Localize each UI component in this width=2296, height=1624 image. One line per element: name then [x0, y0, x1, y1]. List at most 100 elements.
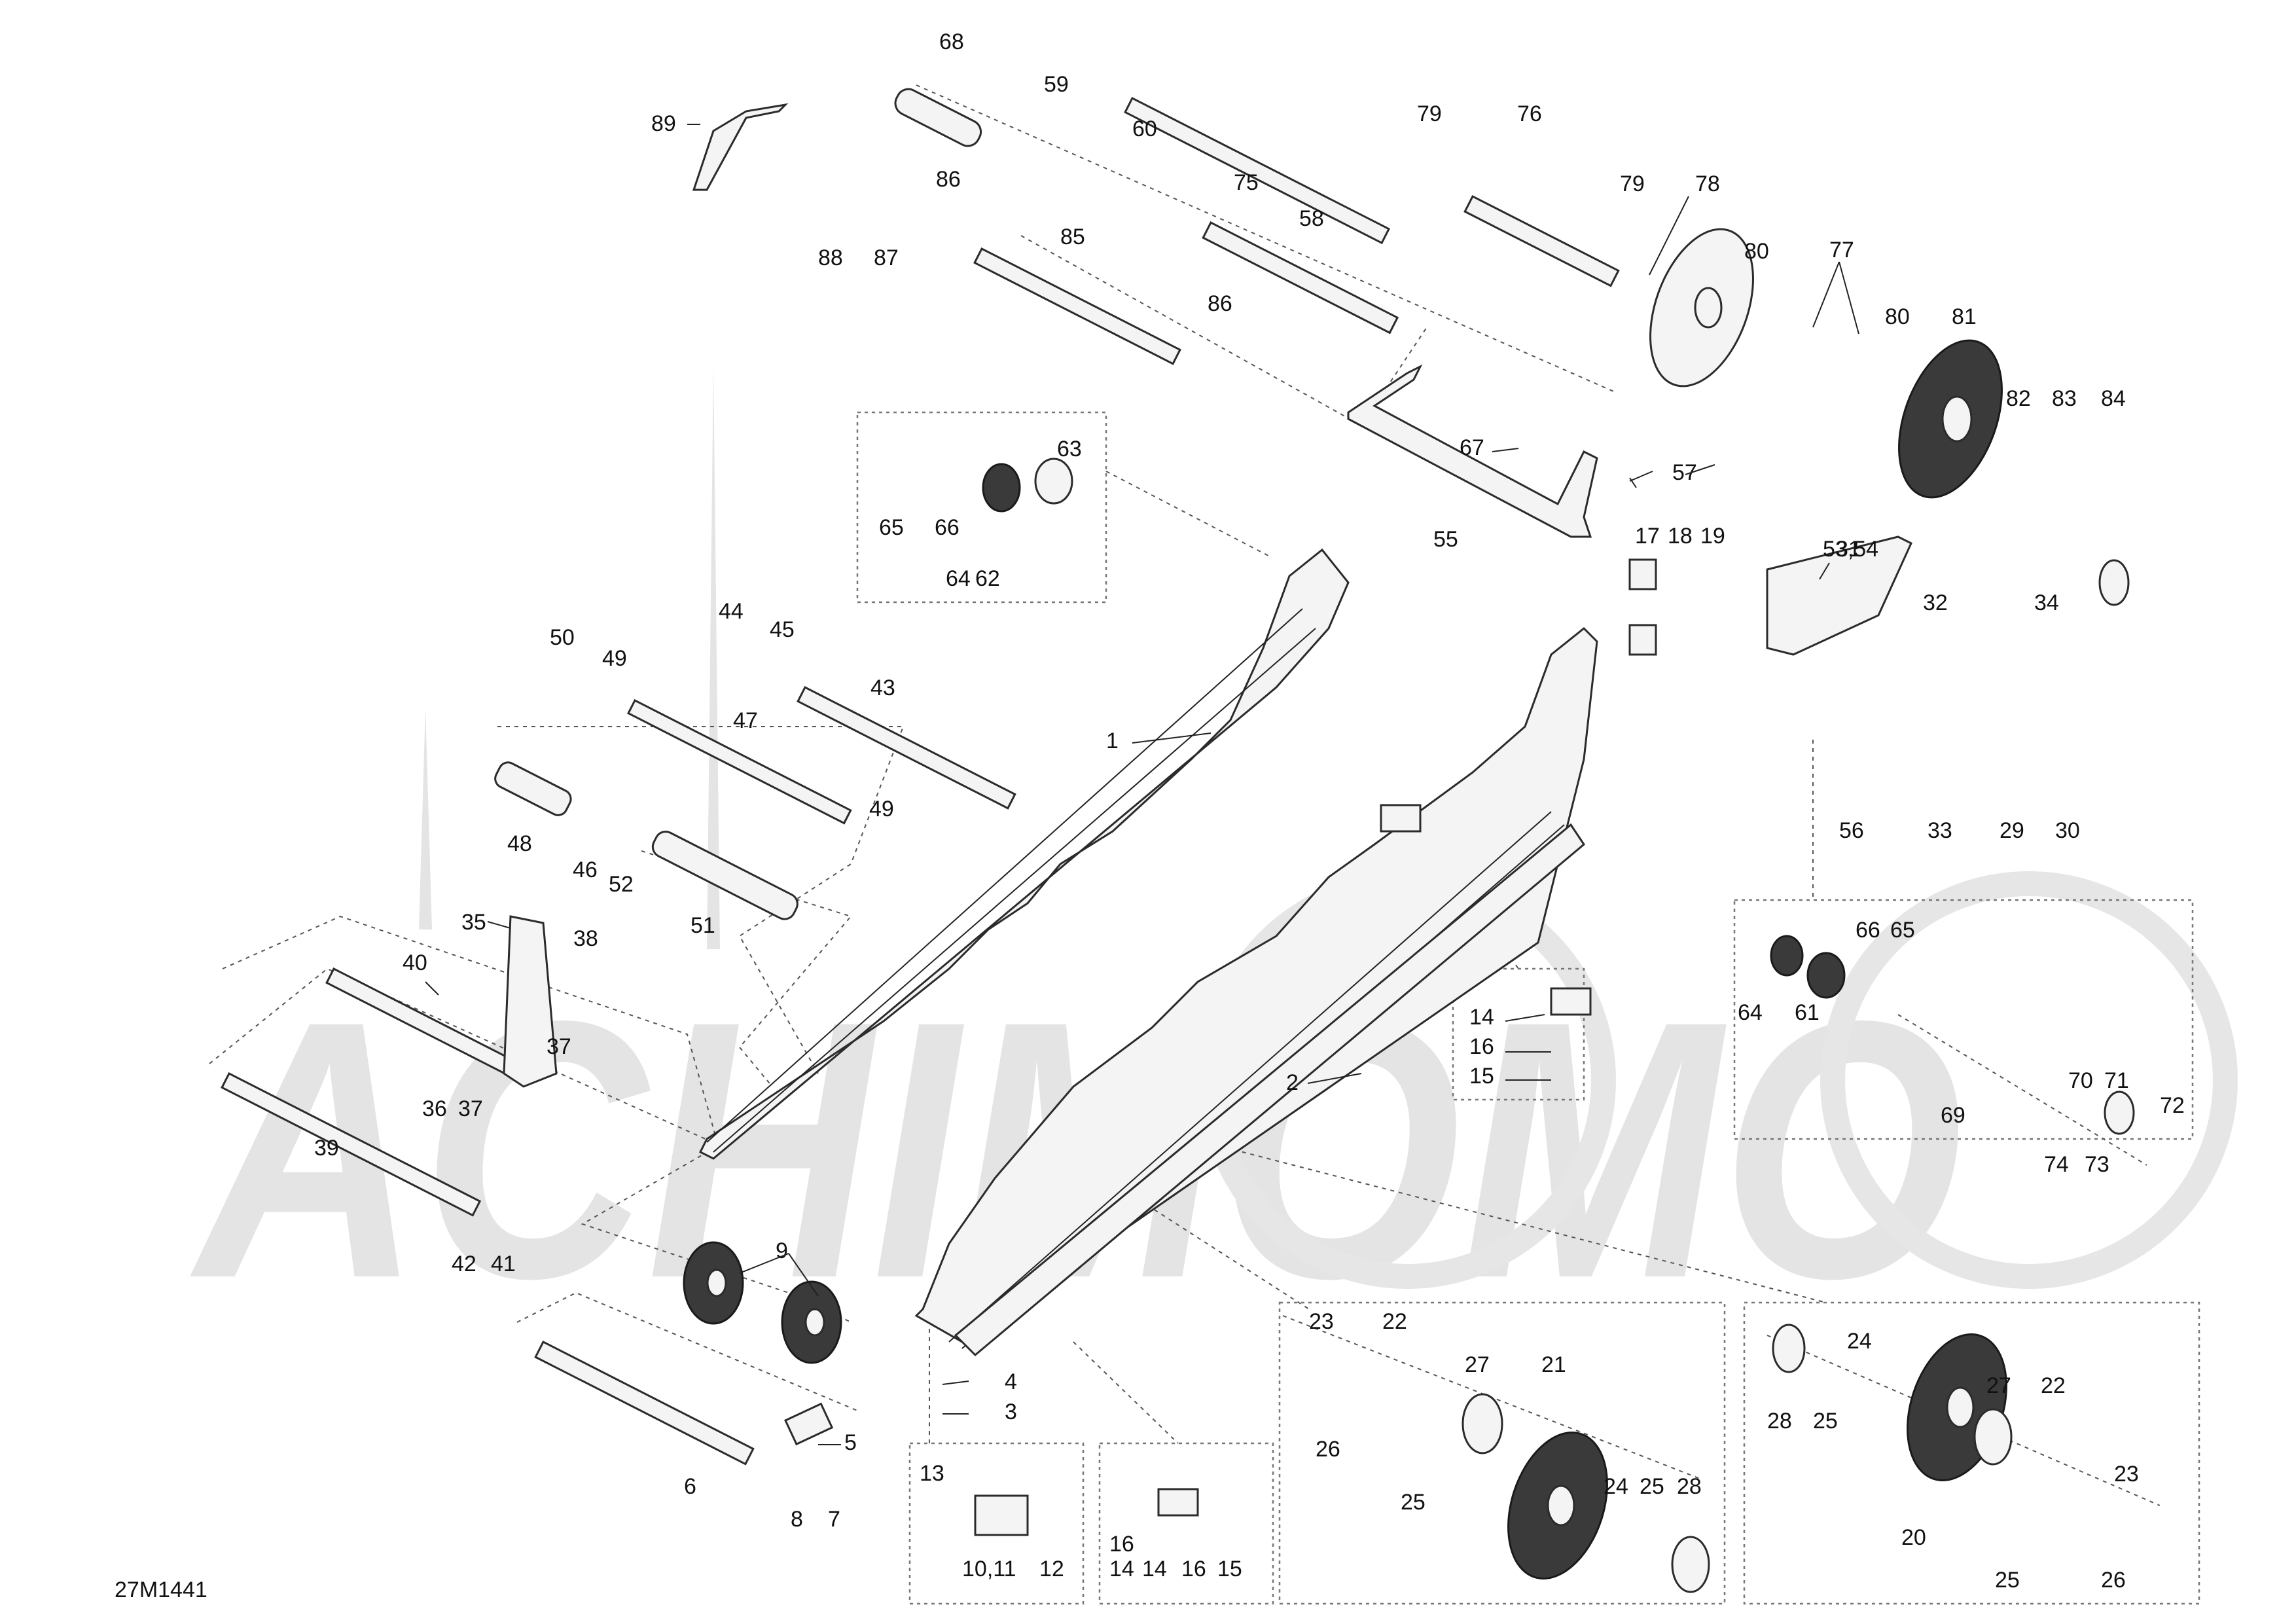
callout-label: 49 — [602, 646, 627, 671]
callout-label: 7 — [828, 1507, 840, 1532]
callout-label: 68 — [939, 29, 964, 54]
callout-label: 14 — [1109, 1557, 1134, 1581]
callout-label: 65 — [1890, 918, 1915, 943]
callout-label: 37 — [458, 1096, 483, 1121]
callout-label: 41 — [491, 1252, 516, 1276]
callout-label: 16 — [1109, 1532, 1134, 1557]
callout-label: 71 — [2104, 1068, 2129, 1093]
callout-label: 38 — [573, 926, 598, 951]
callout-label: 42 — [452, 1252, 476, 1276]
callout-label: 59 — [1044, 72, 1069, 97]
callout-label: 15 — [1469, 1064, 1494, 1089]
callout-label: 25 — [1640, 1474, 1664, 1499]
callout-label: 80 — [1885, 304, 1910, 329]
callout-label: 27 — [1986, 1373, 2011, 1398]
callout-label: 3 — [1005, 1399, 1017, 1424]
callout-label: 36 — [422, 1096, 447, 1121]
callout-label: 10,11 — [962, 1557, 1016, 1581]
callout-label: 40 — [403, 950, 427, 975]
callout-label: 77 — [1829, 238, 1854, 262]
callout-label: 20 — [1901, 1525, 1926, 1550]
callout-label: 80 — [1744, 239, 1769, 264]
callout-label: 28 — [1677, 1474, 1702, 1499]
callout-label: 75 — [1234, 170, 1259, 195]
callout-label: 32 — [1923, 590, 1948, 615]
callout-label: 26 — [2101, 1568, 2126, 1593]
callout-label: 17 — [1635, 524, 1660, 549]
callout-label: 33 — [1928, 818, 1952, 843]
callout-label: 25 — [1995, 1568, 2020, 1593]
callout-label: 24 — [1847, 1329, 1872, 1354]
group-box-14-16 — [1452, 967, 1585, 1101]
callout-label: 64 — [1738, 1000, 1763, 1025]
rear-axle-bracket — [1347, 364, 1598, 538]
drawing-code: 27M1441 — [115, 1578, 207, 1602]
group-box-61-74 — [1733, 899, 2194, 1140]
callout-label: 31 — [1836, 537, 1861, 562]
callout-label: 72 — [2160, 1093, 2185, 1118]
callout-label: 44 — [719, 599, 744, 624]
callout-label: 67 — [1460, 435, 1484, 460]
callouts: 1 2 3 4 5 6 7 8 9 10,11 12 13 14 14 14 1… — [314, 29, 2185, 1593]
callout-label: 12 — [1039, 1557, 1064, 1581]
callout-label: 14 — [1142, 1557, 1167, 1581]
callout-label: 37 — [547, 1034, 571, 1059]
callout-label: 5 — [844, 1430, 857, 1455]
group-box-62-66 — [856, 411, 1107, 604]
callout-label: 47 — [733, 708, 758, 733]
callout-label: 51 — [691, 913, 715, 938]
watermark: ACHIMOMO — [187, 367, 2238, 1354]
callout-label: 13 — [920, 1461, 944, 1486]
callout-label: 43 — [870, 676, 895, 700]
callout-label: 61 — [1795, 1000, 1820, 1025]
callout-label: 16 — [1469, 1034, 1494, 1059]
callout-label: 79 — [1417, 101, 1442, 126]
callout-label: 1 — [1106, 729, 1119, 753]
slide-rail-left — [698, 548, 1350, 1160]
wheels — [683, 228, 2135, 1593]
callout-label: 49 — [869, 797, 894, 821]
callout-label: 73 — [2085, 1152, 2109, 1177]
callout-label: 19 — [1700, 524, 1725, 549]
callout-label: 88 — [818, 245, 843, 270]
callout-label: 26 — [1316, 1437, 1340, 1462]
callout-label: 74 — [2044, 1152, 2069, 1177]
callout-label: 25 — [1401, 1490, 1426, 1515]
callout-label: 28 — [1767, 1409, 1792, 1434]
callout-label: 63 — [1057, 437, 1082, 461]
callout-label: 46 — [573, 857, 598, 882]
callout-label: 65 — [879, 515, 904, 540]
callout-label: 81 — [1952, 304, 1977, 329]
callout-label: 69 — [1941, 1103, 1965, 1128]
callout-label: 89 — [651, 111, 676, 136]
callout-label: 82 — [2006, 386, 2031, 411]
callout-label: 70 — [2068, 1068, 2093, 1093]
callout-label: 22 — [2041, 1373, 2066, 1398]
callout-label: 78 — [1695, 171, 1720, 196]
tubes — [221, 88, 1620, 1466]
callout-label: 21 — [1541, 1352, 1566, 1377]
callout-label: 25 — [1813, 1409, 1838, 1434]
callout-label: 83 — [2052, 386, 2077, 411]
callout-label: 24 — [1604, 1474, 1628, 1499]
callout-label: 2 — [1286, 1070, 1299, 1095]
callout-label: 58 — [1299, 206, 1324, 231]
callout-label: 76 — [1517, 101, 1542, 126]
callout-label: 4 — [1005, 1369, 1017, 1394]
group-box-14-16-lower — [1098, 1442, 1274, 1605]
callout-label: 55 — [1433, 527, 1458, 552]
callout-label: 16 — [1181, 1557, 1206, 1581]
callout-label: 23 — [1309, 1309, 1334, 1334]
callout-label: 85 — [1060, 225, 1085, 249]
callout-label: 29 — [2000, 818, 2024, 843]
misc-parts — [503, 103, 1912, 1536]
callout-label: 56 — [1839, 818, 1864, 843]
callout-label: 45 — [770, 617, 795, 642]
callout-label: 48 — [507, 831, 532, 856]
callout-label: 39 — [314, 1136, 339, 1161]
callout-label: 34 — [2034, 590, 2059, 615]
callout-label: 66 — [1856, 918, 1880, 943]
callout-label: 8 — [791, 1507, 803, 1532]
group-box-20-28 — [1743, 1301, 2200, 1605]
